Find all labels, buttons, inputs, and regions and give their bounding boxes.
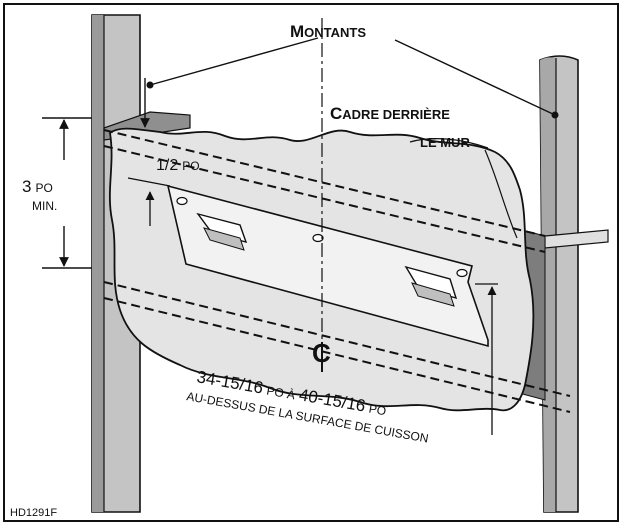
label-le-mur: LE MUR <box>420 135 470 150</box>
label-montants: MONTANTS <box>290 22 366 41</box>
label-min: MIN. <box>32 199 57 213</box>
leader-cadre <box>484 149 518 239</box>
mounting-plate <box>166 184 489 348</box>
dimension-height <box>475 283 498 435</box>
leader-le-mur <box>409 138 489 149</box>
leaders-montants <box>149 37 556 116</box>
dimension-3po <box>42 117 92 269</box>
leader-dot-left <box>146 81 154 89</box>
figure-code: HD1291F <box>10 507 57 519</box>
leader-dot-right <box>551 111 559 119</box>
dimension-half-po <box>127 177 171 226</box>
right-stud <box>539 55 579 513</box>
label-cadre: CADRE DERRIÈRE <box>330 104 450 123</box>
